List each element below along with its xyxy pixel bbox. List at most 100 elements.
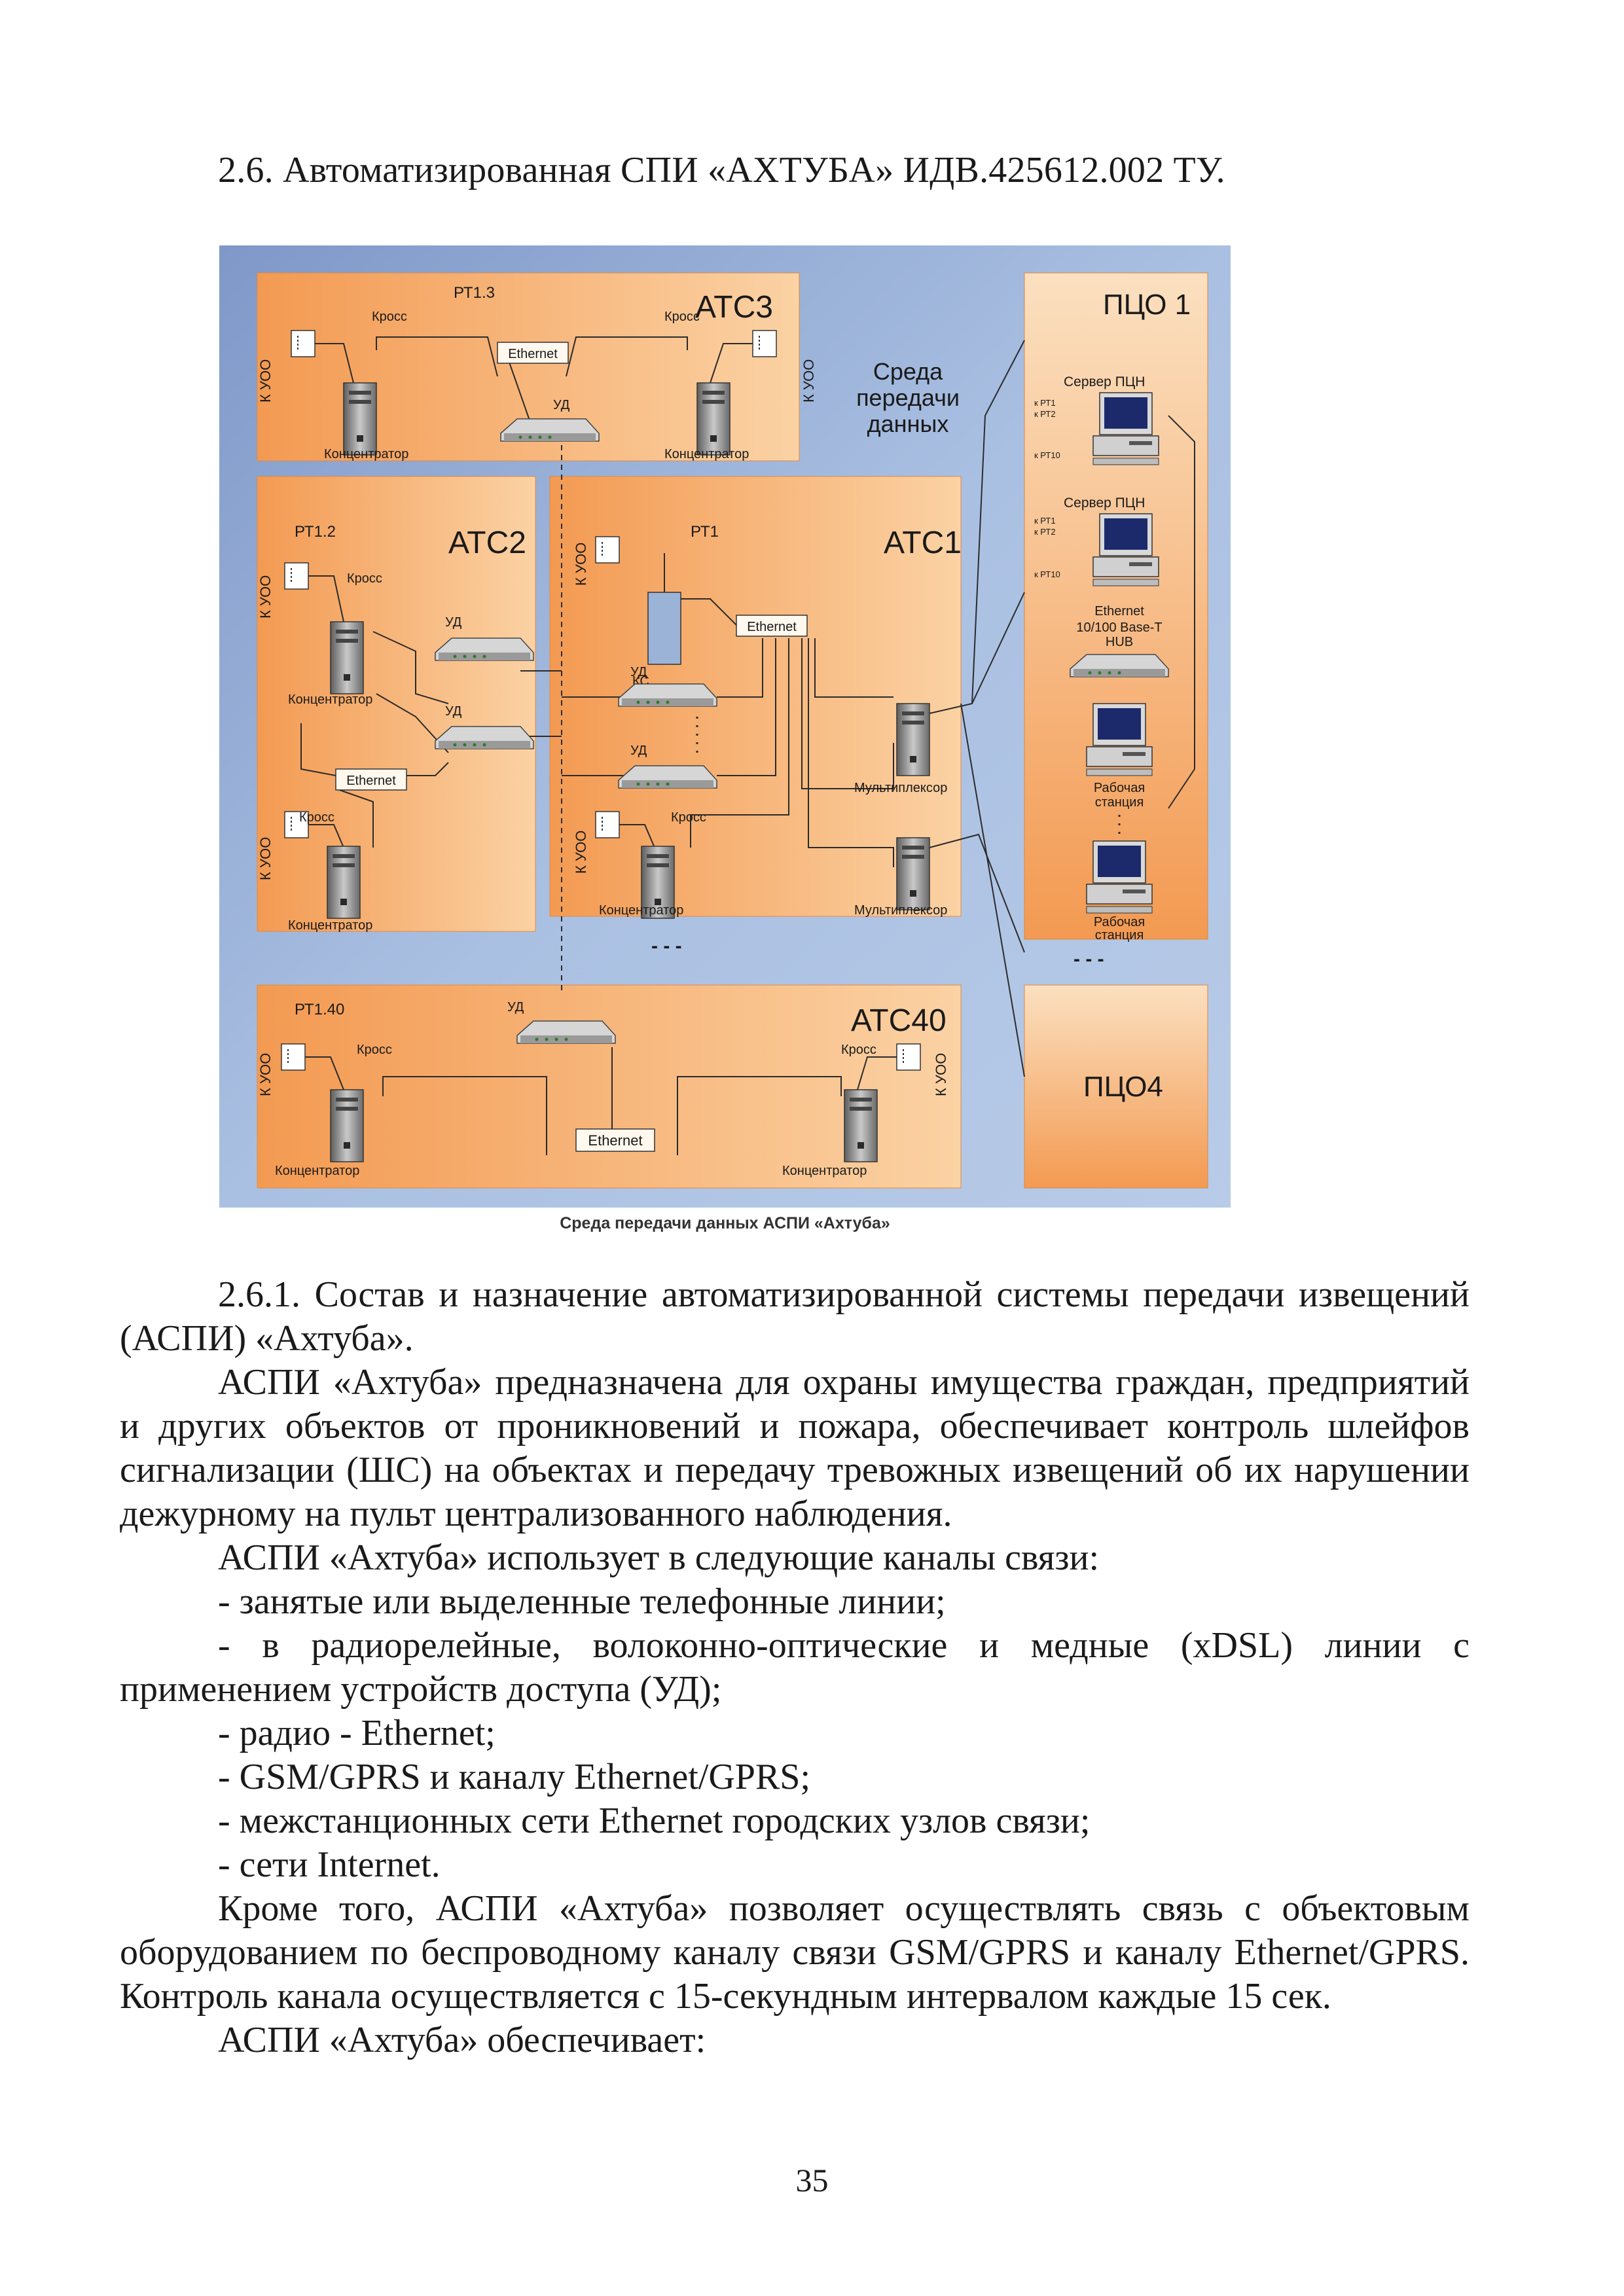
- eth-hub-label-line3: HUB: [1106, 635, 1133, 649]
- dashes: - - -: [651, 935, 682, 957]
- hub-device-icon: [330, 621, 364, 694]
- ethernet-box: [575, 1128, 655, 1152]
- pco1-panel: ПЦО 1 Сервер ПЦН к РТ1 к РТ2 к РТ10 Серв…: [1034, 289, 1191, 942]
- rt10-label: к РТ10: [1034, 569, 1060, 579]
- workstation-label-line1: Рабочая: [1094, 781, 1145, 795]
- ethernet-label: Ethernet: [346, 774, 396, 788]
- cross-label: Кросс: [347, 571, 382, 586]
- cross-label: Кросс: [299, 810, 334, 825]
- cross-box-icon: [896, 1043, 921, 1071]
- paragraph: АСПИ «Ахтуба» обеспечивает:: [218, 2020, 706, 2060]
- rt-label: РТ1.40: [295, 1001, 344, 1018]
- cross-label: Кросс: [664, 310, 700, 324]
- list-item: - GSM/GPRS и каналу Ethernet/GPRS;: [218, 1757, 810, 1797]
- kuoo-label: К УОО: [257, 359, 274, 403]
- ethernet-hub-icon: [1070, 654, 1169, 677]
- station-atc2: РТ1.2 АТС2 К УОО К УОО Кросс Кросс УД УД…: [257, 523, 562, 933]
- kuoo-label: К УОО: [257, 1053, 274, 1096]
- page-number: 35: [795, 2162, 829, 2198]
- kuoo-label: К УОО: [573, 543, 589, 586]
- access-device-icon: [500, 418, 600, 442]
- list-item: - сети Internet.: [218, 1844, 441, 1885]
- station-atc40: РТ1.40 АТС40 К УОО К УОО Кросс Кросс УД …: [257, 1000, 949, 1178]
- cross-label: Кросс: [671, 810, 706, 825]
- access-device-icon: [435, 726, 534, 749]
- ud-label: УД: [507, 1000, 524, 1014]
- network-diagram: РТ1.3 АТС3 К УОО К УОО Кросс Кросс Ether…: [219, 245, 1231, 1208]
- pco4-title: ПЦО4: [1083, 1071, 1163, 1103]
- medium-label-line2: передачи: [856, 384, 960, 411]
- workstation-icon: [1086, 840, 1153, 914]
- kuoo-label: К УОО: [257, 837, 274, 880]
- ud-label: УД: [553, 398, 570, 412]
- hub-label: Концентратор: [324, 447, 408, 461]
- rt2-label: к РТ2: [1034, 409, 1056, 419]
- eth-hub-label-line2: 10/100 Base-T: [1076, 620, 1162, 635]
- access-device-icon: [618, 683, 717, 707]
- rt-label: РТ1.2: [295, 523, 336, 541]
- station-atc1: РТ1 АТС1 К УОО К УОО Кросс КС Ethernet У…: [562, 523, 962, 919]
- network-diagram-svg: РТ1.3 АТС3 К УОО К УОО Кросс Кросс Ether…: [219, 245, 1231, 1208]
- workstation-icon: [1086, 703, 1153, 776]
- kuoo-label: К УОО: [257, 575, 274, 619]
- hub-label: Концентратор: [599, 903, 683, 918]
- pco1-title: ПЦО 1: [1103, 289, 1191, 321]
- station-name: АТС40: [851, 1003, 947, 1038]
- list-item: - радио - Ethernet;: [218, 1713, 496, 1753]
- access-device-icon: [618, 765, 717, 789]
- rt2-label: к РТ2: [1034, 527, 1056, 537]
- ud-label: УД: [630, 744, 647, 758]
- hub-device-icon: [330, 1089, 364, 1162]
- server-computer-icon: [1092, 513, 1159, 586]
- list-item: - в радиорелейные, волоконно-оптические …: [120, 1625, 1470, 1710]
- rt1-label: к РТ1: [1034, 516, 1056, 526]
- ethernet-label: Ethernet: [747, 620, 797, 634]
- hub-device-icon: [844, 1089, 878, 1162]
- paragraph: АСПИ «Ахтуба» предназначена для охраны и…: [120, 1362, 1470, 1534]
- ethernet-label: Ethernet: [588, 1132, 642, 1149]
- rt-label: РТ1.3: [454, 284, 495, 302]
- cross-label: Кросс: [841, 1043, 876, 1057]
- rt1-label: к РТ1: [1034, 398, 1056, 408]
- cross-box-icon: [595, 536, 620, 564]
- kuoo-label: К УОО: [573, 831, 589, 874]
- cross-box-icon: [291, 330, 316, 357]
- paragraph: АСПИ «Ахтуба» использует в следующие кан…: [218, 1537, 1100, 1578]
- cross-box-icon: [284, 562, 309, 590]
- cross-box-icon: [281, 1043, 306, 1071]
- mux-label: Мультиплексор: [854, 903, 947, 918]
- dashes: - - -: [1074, 948, 1104, 970]
- eth-hub-label-line1: Ethernet: [1094, 604, 1144, 619]
- multiplexer-icon: [896, 703, 930, 776]
- ud-label: УД: [630, 665, 647, 679]
- figure-caption: Среда передачи данных АСПИ «Ахтуба»: [560, 1214, 890, 1232]
- cross-box-icon: [752, 330, 777, 357]
- workstation-label-line2: станция: [1095, 795, 1144, 810]
- server-label: Сервер ПЦН: [1064, 495, 1145, 511]
- list-item: - занятые или выделенные телефонные лини…: [218, 1581, 946, 1622]
- kuoo-label: К УОО: [801, 359, 817, 403]
- multiplexer-icon: [896, 837, 930, 910]
- hub-label: Концентратор: [664, 447, 749, 461]
- server-label: Сервер ПЦН: [1064, 374, 1145, 389]
- hub-label: Концентратор: [288, 918, 372, 933]
- cross-label: Кросс: [357, 1043, 392, 1057]
- station-name: АТС3: [695, 290, 773, 325]
- server-computer-icon: [1092, 392, 1159, 465]
- section-heading: 2.6. Автоматизированная СПИ «АХТУБА» ИДВ…: [218, 150, 1225, 190]
- kuoo-label: К УОО: [933, 1053, 949, 1096]
- ethernet-box: [497, 342, 569, 364]
- subsection-title: 2.6.1. Состав и назначение автоматизиров…: [120, 1274, 1470, 1359]
- station-name: АТС1: [884, 526, 962, 560]
- medium-label-line3: данных: [867, 410, 949, 437]
- ud-label: УД: [445, 704, 462, 719]
- ud-label: УД: [445, 615, 462, 630]
- hub-device-icon: [327, 846, 361, 919]
- rt-label: РТ1: [691, 523, 719, 541]
- mux-label: Мультиплексор: [854, 781, 947, 795]
- hub-device-icon: [696, 382, 731, 456]
- hub-label: Концентратор: [288, 692, 372, 707]
- station-atc3: РТ1.3 АТС3 К УОО К УОО Кросс Кросс Ether…: [257, 284, 817, 461]
- medium-label-line1: Среда: [873, 358, 943, 385]
- blue-device-icon: [647, 592, 681, 665]
